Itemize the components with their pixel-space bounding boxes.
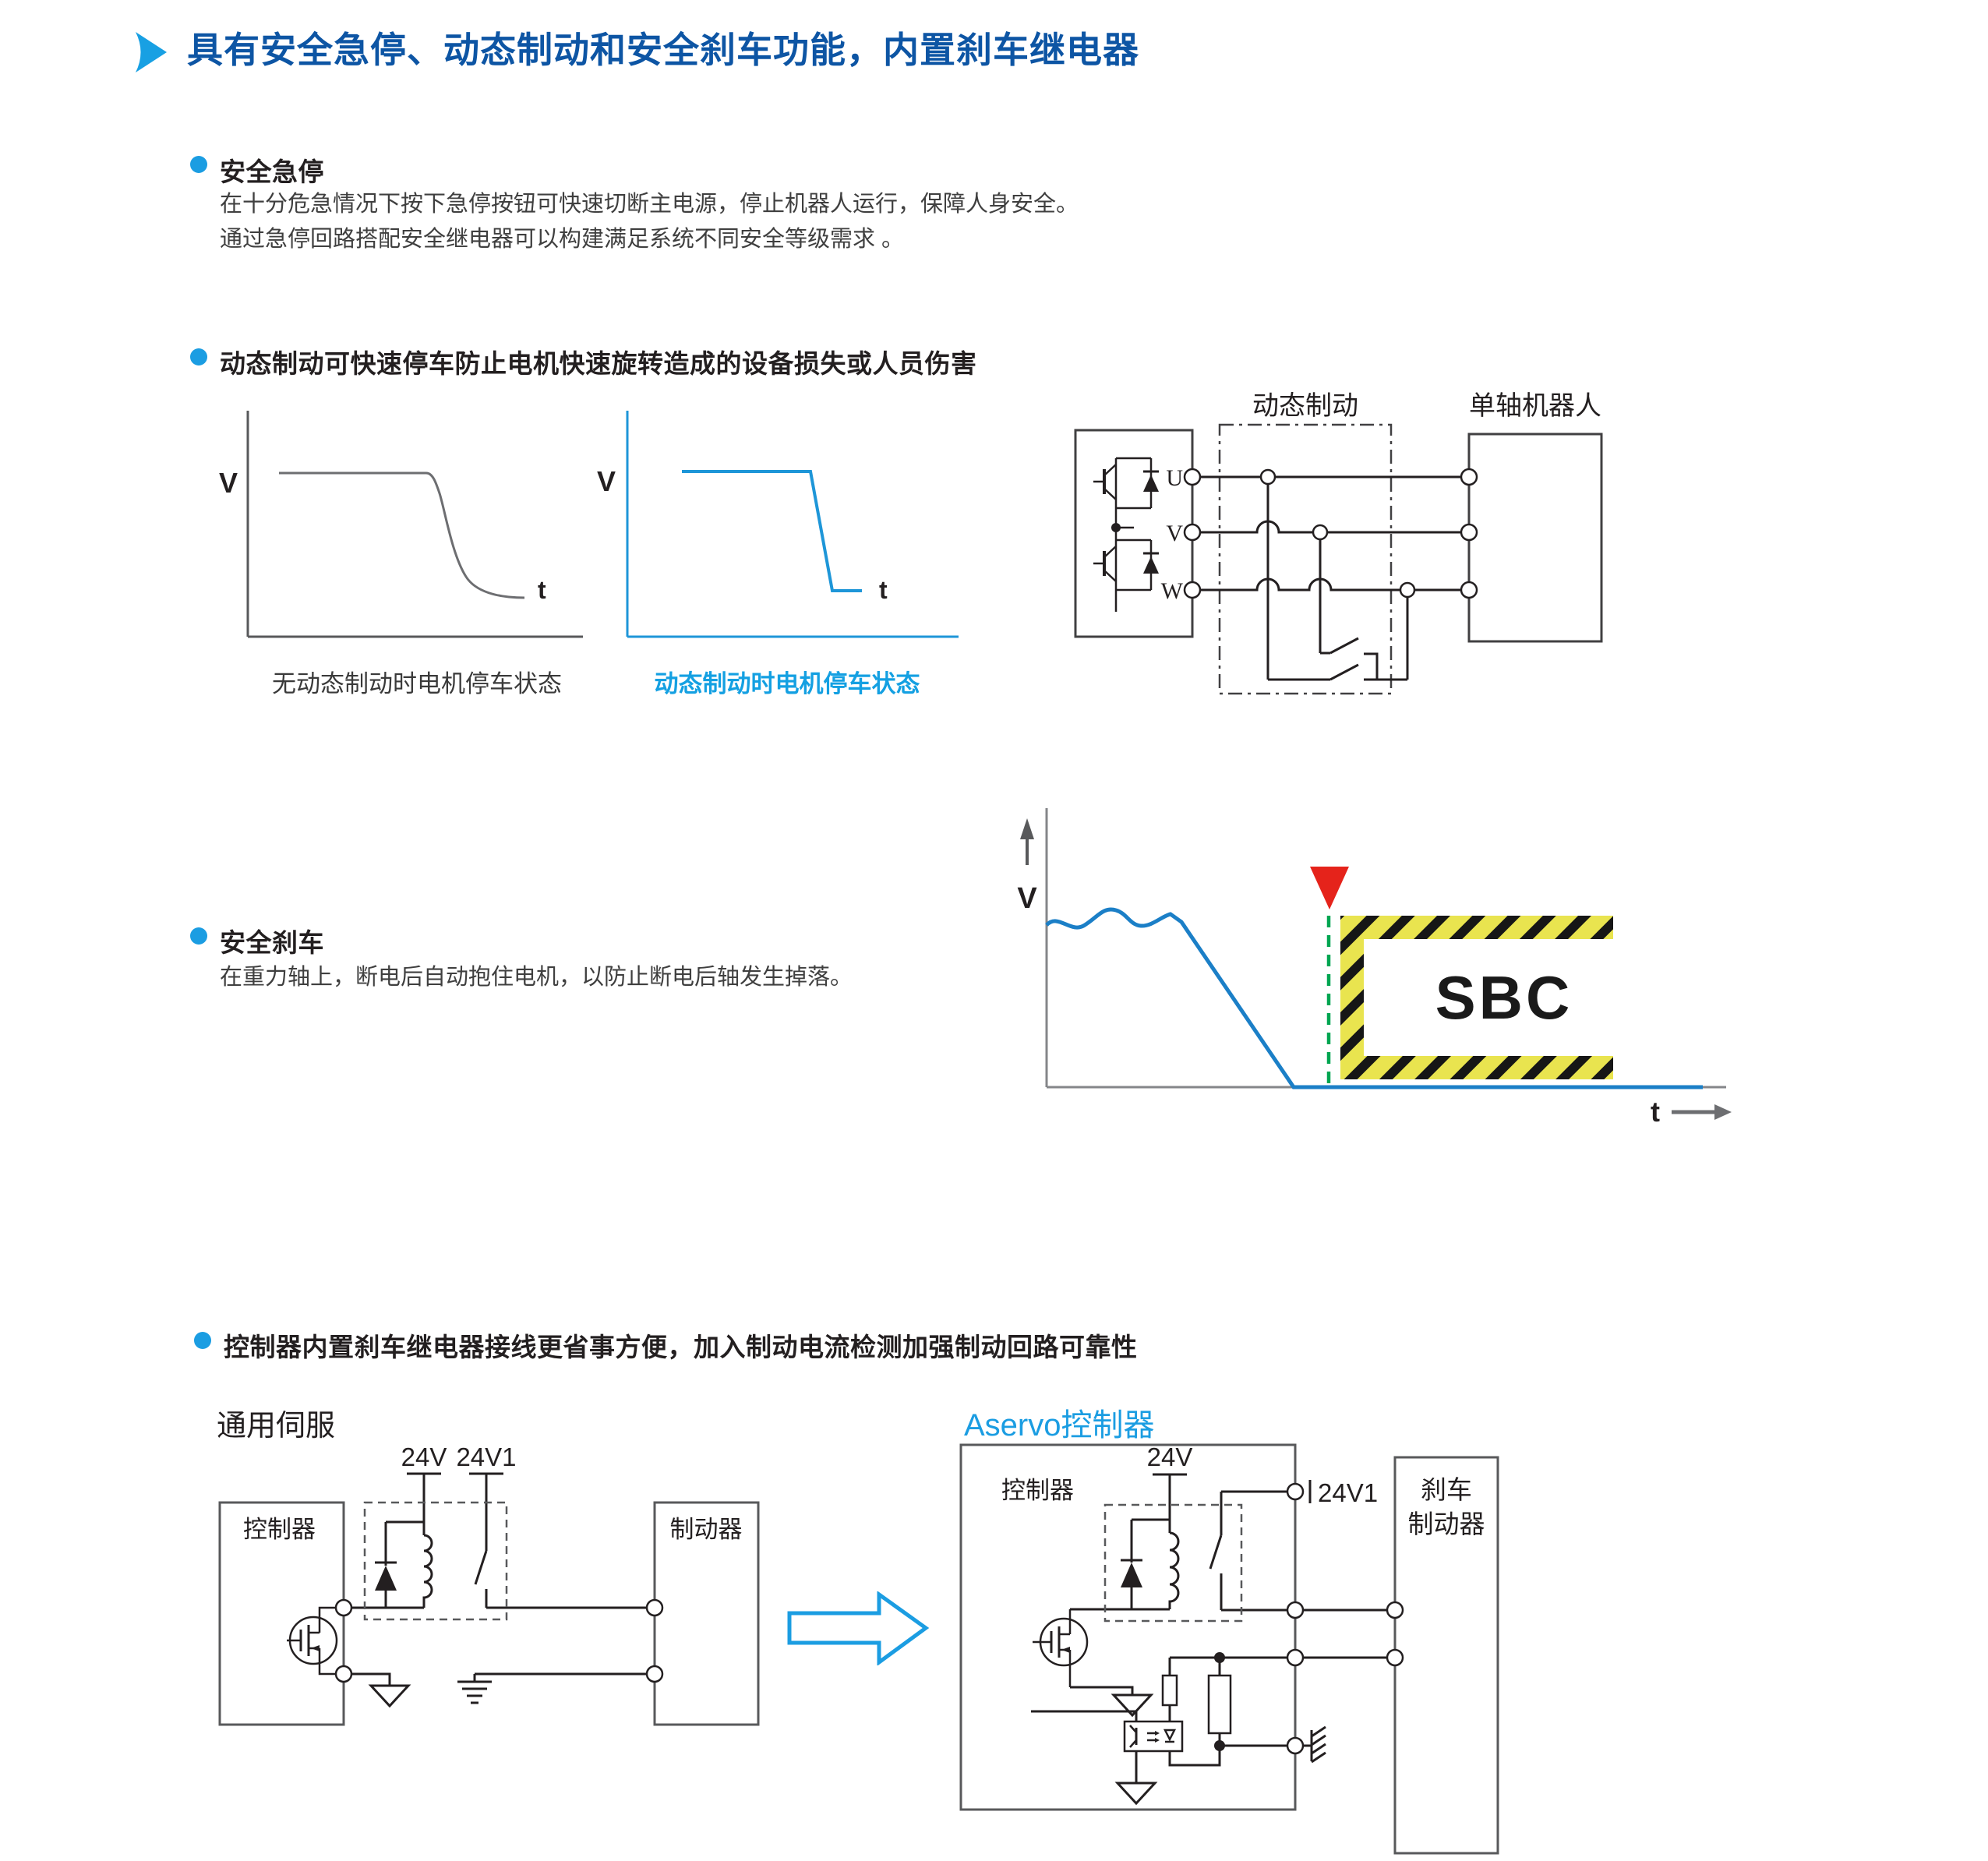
section-heading-safe-brake: 安全刹车 (220, 928, 324, 957)
robot-box (1467, 433, 1603, 643)
section-heading-dynamic-brake: 动态制动可快速停车防止电机快速旋转造成的设备损失或人员伤害 (220, 349, 977, 378)
terminal-circles (1286, 1482, 1404, 1755)
mosfet-icon (287, 1606, 338, 1676)
brake-label-line1: 刹车 (1421, 1475, 1472, 1504)
bullet-icon (190, 156, 207, 173)
earth-ground-icon (457, 1680, 492, 1704)
phase-wires (1192, 475, 1469, 681)
right-arrow-icon (1714, 1104, 1732, 1120)
flyback-diode-branch (384, 1520, 424, 1608)
trigger-marker-icon (1310, 867, 1349, 909)
caption-no-dynamic-brake: 无动态制动时电机停车状态 (272, 670, 562, 697)
safe-brake-body: 在重力轴上，断电后自动抱住电机，以防止断电后轴发生掉落。 (220, 965, 853, 990)
generic-servo-title: 通用伺服 (217, 1410, 336, 1443)
bullet-icon (190, 927, 207, 945)
fig-dynamic-brake: V t (597, 411, 959, 638)
diode-icon (375, 1566, 397, 1591)
y-axis-label: V (219, 467, 238, 499)
phase-v-label: V (1166, 521, 1183, 546)
estop-body-line1: 在十分危急情况下按下急停按钮可快速切断主电源，停止机器人运行，保障人身安全。 (220, 192, 1079, 217)
controller-box (959, 1443, 1297, 1811)
bullet-icon (190, 348, 207, 365)
controller-label: 控制器 (1001, 1477, 1074, 1504)
wires (1031, 1473, 1395, 1783)
supply-24v1-label: 24V1 (1318, 1478, 1378, 1507)
flyback-diode-branch (1130, 1518, 1170, 1609)
supply-24v-label: 24V (401, 1443, 447, 1471)
resistor-icon (1161, 1674, 1178, 1707)
sbc-hazard-band (1340, 916, 1613, 1079)
supply-24v-label: 24V (1147, 1443, 1193, 1471)
brake-contact-switch (1320, 637, 1379, 680)
phase-u-label: U (1166, 465, 1183, 491)
relay-coil-icon (1168, 1531, 1180, 1609)
relay-coil-icon (422, 1534, 433, 1608)
phase-w-label: W (1161, 578, 1184, 604)
mosfet-icon (1033, 1609, 1089, 1687)
relay-dashed-box (363, 1501, 508, 1621)
igbt-halfbridge-icon (1093, 457, 1159, 612)
dynamic-brake-dashed-box (1218, 423, 1393, 695)
junction-dot (1214, 1652, 1225, 1663)
y-axis-label: V (597, 465, 616, 497)
y-axis-label: V (1017, 882, 1037, 915)
chevron-shape (136, 32, 167, 72)
supply-24v1-label: 24V1 (456, 1443, 516, 1471)
section-heading-builtin-relay: 控制器内置刹车继电器接线更省事方便，加入制动电流检测加强制动回路可靠性 (224, 1333, 1138, 1361)
wires (344, 1472, 655, 1686)
sbc-zone-label: SBC (1435, 963, 1573, 1032)
speed-curve (279, 471, 525, 599)
axes (626, 411, 959, 638)
dynamic-brake-box-label: 动态制动 (1252, 391, 1358, 421)
brake-label-line2: 制动器 (1408, 1510, 1485, 1538)
controller-label: 控制器 (243, 1516, 316, 1543)
brake-contact-switch (1268, 663, 1407, 681)
caption-dynamic-brake: 动态制动时电机停车状态 (654, 670, 920, 697)
t-axis-label: t (1651, 1096, 1660, 1128)
relay-dashed-box (1103, 1503, 1243, 1623)
resistor-icon (1207, 1674, 1232, 1735)
axes (246, 411, 583, 638)
page-title: 具有安全急停、动态制动和安全刹车功能，内置刹车继电器 (187, 30, 1139, 70)
robot-box-label: 单轴机器人 (1469, 391, 1601, 421)
optocoupler-icon (1123, 1720, 1184, 1753)
diode-icon (1143, 475, 1159, 492)
ground-triangle-icon (1111, 1693, 1154, 1718)
terminal-circles (1183, 468, 1478, 599)
relay-contact-switch (1209, 1490, 1290, 1610)
ground-triangle-icon (368, 1684, 411, 1708)
aservo-title: Aservo控制器 (964, 1408, 1155, 1443)
diode-icon (1143, 556, 1159, 574)
earth-ground-icon (1303, 1725, 1326, 1764)
t-axis-label: t (538, 576, 546, 604)
terminal-circles (334, 1598, 664, 1683)
estop-body-line2: 通过急停回路搭配安全继电器可以构建满足系统不同安全等级需求 。 (220, 227, 905, 252)
section-heading-estop: 安全急停 (220, 157, 324, 186)
bullet-icon (194, 1332, 211, 1349)
t-axis-label: t (879, 576, 888, 604)
ground-triangle-icon (1114, 1782, 1158, 1806)
diode-icon (1121, 1563, 1142, 1587)
title-chevron-icon (136, 32, 167, 72)
speed-curve (682, 470, 862, 592)
fig-sbc: V t SBC (1017, 808, 1732, 1128)
brake-label: 制动器 (670, 1516, 743, 1543)
transform-arrow-icon (787, 1591, 930, 1665)
relay-contact-switch (474, 1550, 655, 1609)
junction-dot (1214, 1740, 1225, 1751)
circuit-aservo: 24V 控制器 刹车 制动器 24V1 (959, 1443, 1499, 1855)
circuit-generic-servo: 24V 24V1 控制器 制动器 (218, 1443, 760, 1726)
circuit-dynamic-brake: 动态制动 单轴机器人 (1074, 391, 1603, 695)
up-arrow-icon (1020, 818, 1034, 839)
fig-no-dynamic-brake: V t (219, 411, 583, 638)
speed-curve (1045, 907, 1703, 1089)
